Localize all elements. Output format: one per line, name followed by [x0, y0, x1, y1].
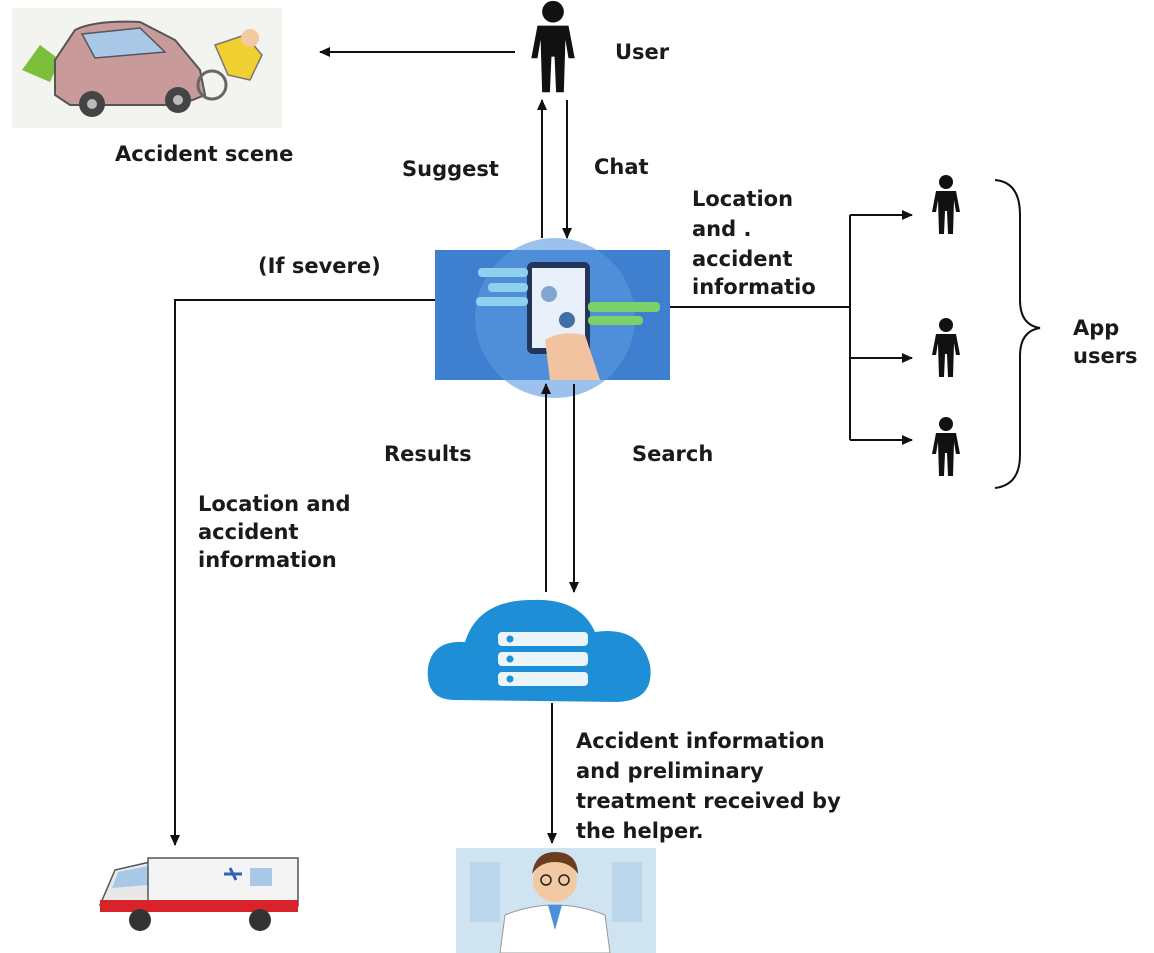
location-info-right-line-2: and .	[692, 217, 752, 241]
ambulance-icon	[98, 857, 299, 931]
suggest-label: Suggest	[402, 157, 499, 181]
location-info-right-line-4: informatio	[692, 275, 816, 299]
location-info-left-line-3: information	[198, 548, 337, 572]
helper-info-line-3: treatment received by	[576, 789, 841, 813]
location-info-left-line-1: Location and	[198, 492, 351, 516]
location-info-left-line-2: accident	[198, 520, 299, 544]
doctor-helper-image	[456, 848, 656, 953]
app-users-brace	[994, 179, 1041, 489]
cloud-server-icon	[427, 599, 651, 702]
helper-info-line-4: the helper.	[576, 819, 704, 843]
location-info-right-line-1: Location	[692, 187, 794, 211]
helper-info-line-2: and preliminary	[576, 759, 764, 783]
app-user-person-icon	[932, 417, 960, 476]
app-users-label-line-1: App	[1073, 316, 1120, 340]
chat-label: Chat	[594, 155, 649, 179]
if-severe-label: (If severe)	[258, 254, 381, 278]
user-label: User	[615, 40, 670, 64]
search-label: Search	[632, 442, 714, 466]
location-info-right-line-3: accident	[692, 247, 793, 271]
app-user-person-icon	[932, 175, 960, 234]
user-person-icon	[531, 0, 575, 93]
phone-app-image	[435, 238, 670, 398]
accident-scene-label: Accident scene	[115, 142, 294, 166]
severe-to-ambulance-arrow	[170, 299, 435, 846]
accident-scene-image	[12, 8, 282, 128]
helper-info-line-1: Accident information	[576, 729, 825, 753]
results-label: Results	[384, 442, 472, 466]
app-users-label-line-2: users	[1073, 344, 1138, 368]
app-user-person-icon	[932, 318, 960, 377]
